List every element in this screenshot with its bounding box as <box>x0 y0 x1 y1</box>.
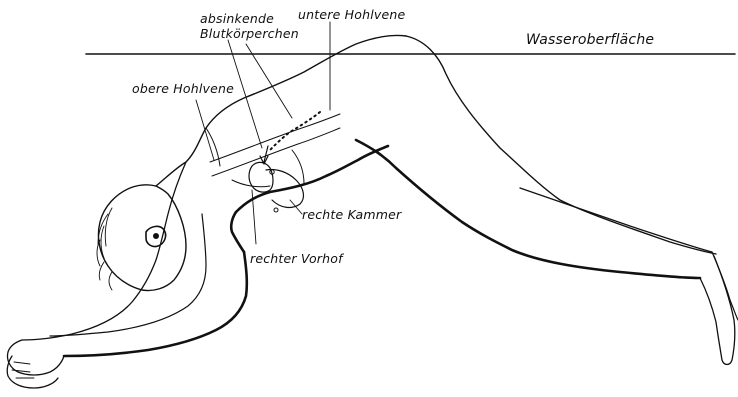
left-foot-outline <box>712 252 738 320</box>
chest-outline <box>231 212 244 252</box>
far-hand-outline <box>7 340 64 375</box>
head-outline <box>98 185 186 291</box>
label-wasseroberflaeche: Wasseroberfläche <box>526 33 654 48</box>
obere-hohlvene-upper <box>210 114 340 162</box>
right-atrium-outline <box>249 162 273 192</box>
label-rechter-vorhof: rechter Vorhof <box>250 252 343 266</box>
near-arm-outline <box>64 252 247 356</box>
front-leg-outline <box>520 188 712 252</box>
right-foot-outline <box>700 256 735 365</box>
rib-contour <box>292 150 304 184</box>
obere-hohlvene-lower <box>212 128 340 176</box>
back-outline <box>156 35 406 186</box>
nipple-2 <box>274 208 278 212</box>
buttocks-thigh-outline <box>406 36 716 254</box>
belly-outline <box>236 146 388 212</box>
near-arm-inner <box>50 214 206 336</box>
label-rechte-kammer: rechte Kammer <box>302 208 401 222</box>
sinking-arrow <box>260 146 268 164</box>
leader-obere-hohlvene <box>196 100 214 160</box>
hair-strands <box>97 208 112 290</box>
label-absinkende: absinkende <box>200 12 274 26</box>
label-blutkoerperchen: Blutkörperchen <box>200 27 299 41</box>
ear-canal <box>153 233 159 239</box>
blood-cells-dotted <box>270 112 320 150</box>
label-untere-hohlvene: untere Hohlvene <box>298 8 405 22</box>
rear-leg-outline <box>356 140 700 278</box>
label-obere-hohlvene: obere Hohlvene <box>132 82 234 96</box>
